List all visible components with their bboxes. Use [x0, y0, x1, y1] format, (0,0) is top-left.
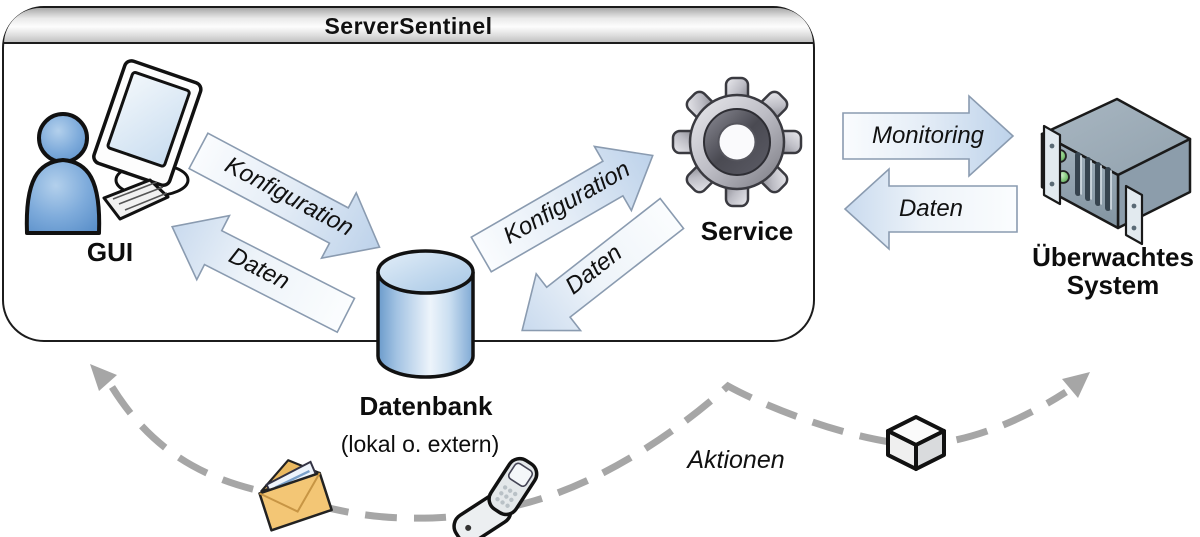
email-envelope-icon — [258, 459, 333, 532]
container-title: ServerSentinel — [324, 13, 493, 39]
system-label: Überwachtes System — [1023, 243, 1200, 299]
gui-label: GUI — [86, 237, 134, 267]
aktionen-dashed-curve — [90, 364, 1090, 522]
system-label-line2: System — [1066, 270, 1160, 300]
container-header-bar: ServerSentinel — [4, 8, 813, 44]
rack-server-icon — [1040, 97, 1192, 246]
mobile-phone-icon — [452, 456, 539, 537]
service-label: Service — [700, 216, 794, 246]
package-box-icon — [886, 415, 946, 471]
aktionen-label: Aktionen — [687, 446, 785, 474]
arrowhead-to-gui — [90, 364, 117, 391]
daten-label-system: Daten — [898, 195, 964, 222]
monitoring-label: Monitoring — [871, 122, 985, 149]
datenbank-label: Datenbank — [359, 391, 493, 421]
arrowhead-to-system — [1062, 372, 1090, 398]
serversentinel-container: ServerSentinel — [2, 6, 815, 342]
datenbank-sublabel: (lokal o. extern) — [340, 431, 500, 457]
system-label-line1: Überwachtes — [1032, 242, 1194, 272]
